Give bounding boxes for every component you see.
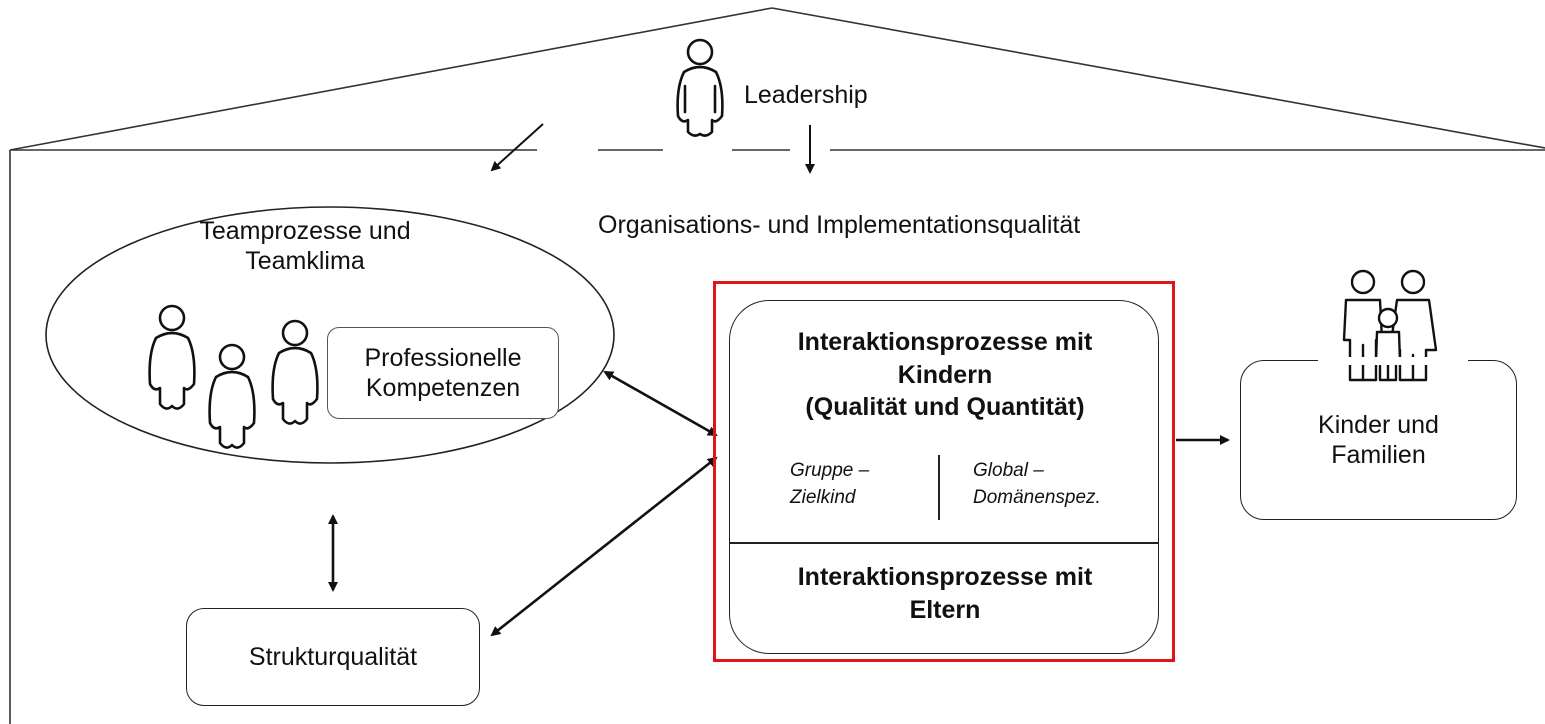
kinder-box-gap xyxy=(1318,357,1468,365)
kompetenzen-box: Professionelle Kompetenzen xyxy=(327,327,559,419)
arrow-leadership-team xyxy=(490,123,544,172)
horizontal-divider xyxy=(730,542,1158,544)
team-title-line1: Teamprozesse und xyxy=(199,217,411,245)
domaenen-line: Domänenspez. xyxy=(973,486,1101,508)
highlight-frame xyxy=(713,281,1175,662)
arrow-team-interaktion xyxy=(603,370,718,437)
team-person-icon-2 xyxy=(208,343,256,449)
kinder-familien-label: Kinder und Familien xyxy=(1260,410,1497,470)
gruppe-line: Gruppe – xyxy=(790,460,870,481)
organisation-quality-label: Organisations- und Implementationsqualit… xyxy=(598,211,1081,239)
kinder-line: Kinder und xyxy=(1318,411,1439,439)
interaktion-eltern-line2: Eltern xyxy=(909,595,981,624)
interaktion-eltern-title: Interaktionsprozesse mit Eltern xyxy=(735,561,1155,626)
leader-person-icon xyxy=(676,38,724,137)
vertical-divider xyxy=(938,455,940,520)
house-roof xyxy=(9,7,1545,151)
interaktion-kinder-line1: Interaktionsprozesse mit xyxy=(797,328,1093,356)
interaktion-eltern-line1: Interaktionsprozesse mit xyxy=(797,563,1093,591)
kompetenzen-line1: Professionelle xyxy=(364,344,522,372)
strukturqualitaet-box: Strukturqualität xyxy=(186,608,480,706)
global-line: Global – xyxy=(973,460,1044,481)
strukturqualitaet-label: Strukturqualität xyxy=(248,642,418,671)
interaktion-kinder-line2: Kindern xyxy=(897,360,993,389)
global-domaenen-label: Global – Domänenspez. xyxy=(973,458,1101,511)
leadership-label: Leadership xyxy=(744,81,868,109)
gruppe-zielkind-label: Gruppe – Zielkind xyxy=(790,458,869,511)
interaktion-kinder-title: Interaktionsprozesse mit Kindern (Qualit… xyxy=(735,326,1155,424)
familien-line: Familien xyxy=(1331,441,1426,469)
team-person-icon-1 xyxy=(148,304,196,410)
kompetenzen-line2: Kompetenzen xyxy=(365,374,521,402)
arrow-struktur-interaktion xyxy=(490,456,718,637)
interaktion-kinder-line3: (Qualität und Quantität) xyxy=(805,393,1085,421)
team-person-icon-3 xyxy=(271,319,319,425)
zielkind-line: Zielkind xyxy=(790,486,856,508)
team-title: Teamprozesse und Teamklima xyxy=(160,216,450,276)
team-title-line2: Teamklima xyxy=(245,247,365,275)
interaktion-box xyxy=(729,300,1159,654)
